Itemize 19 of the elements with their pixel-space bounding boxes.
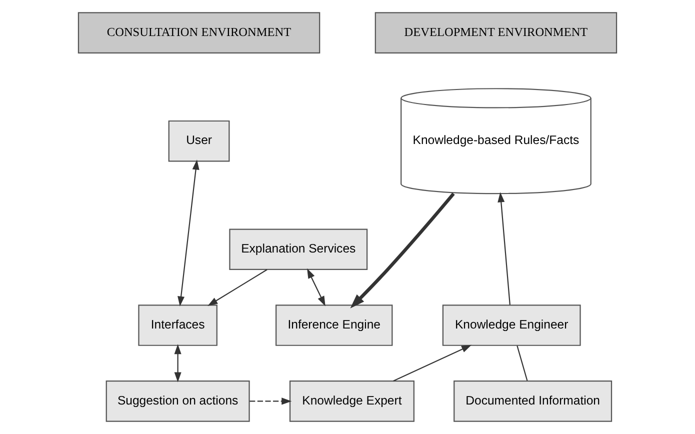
arrow [208,269,268,306]
connector [516,346,528,381]
node-box: Knowledge Expert [289,380,414,422]
node-box: Suggestion on actions [106,380,250,422]
node-box: Knowledge Engineer [442,304,581,346]
node-box: DEVELOPMENT ENVIRONMENT [374,12,618,54]
arrow [350,192,455,308]
node-box: Interfaces [138,304,218,346]
node-box: CONSULTATION ENVIRONMENT [78,12,320,54]
arrow [250,398,292,405]
node-box: Documented Information [454,380,612,422]
node-box: User [168,120,230,162]
arrow [174,344,182,382]
arrow [498,192,510,305]
node-box: Explanation Services [229,228,368,270]
arrow [393,344,472,382]
arrow [307,268,326,306]
arrow [178,160,200,306]
node-box: Inference Engine [276,304,393,346]
